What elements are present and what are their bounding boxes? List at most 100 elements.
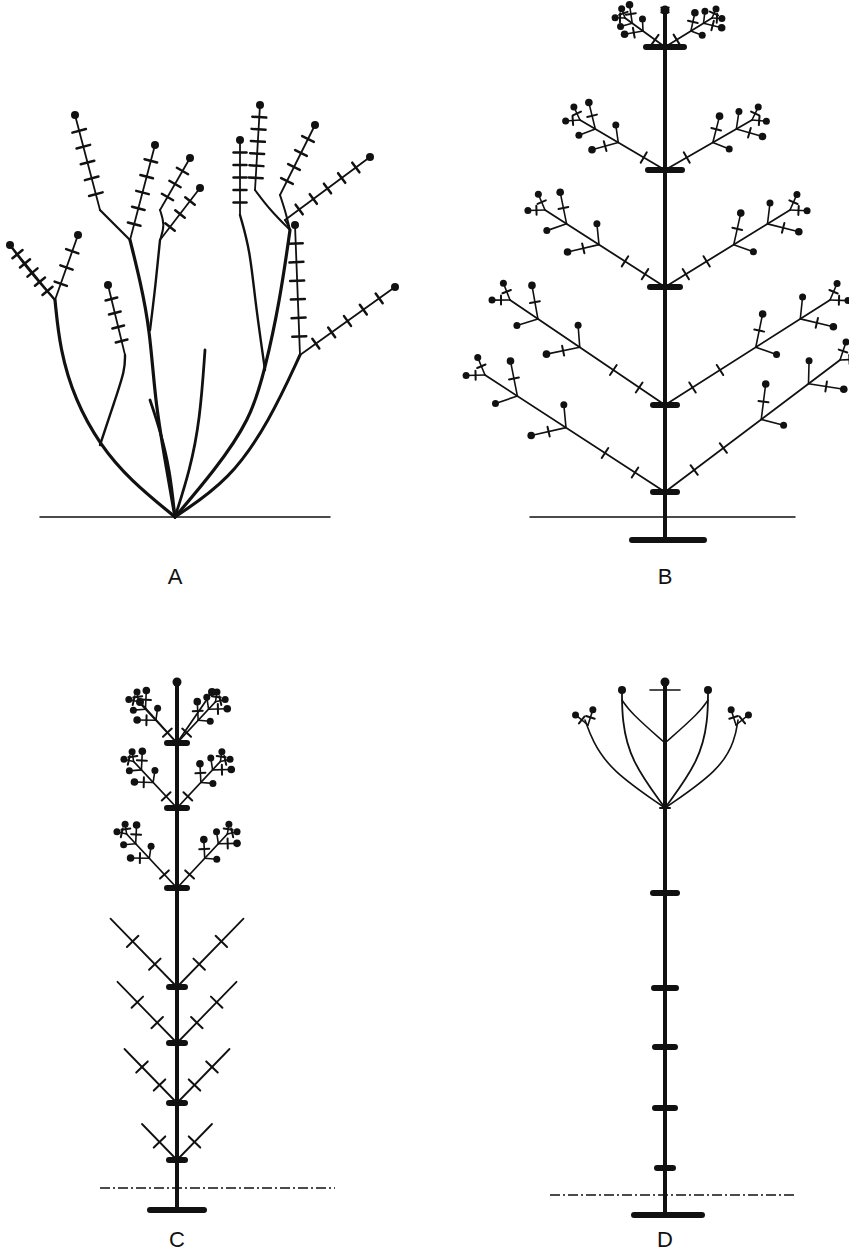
bud	[130, 707, 137, 714]
bud	[391, 283, 399, 291]
stem	[477, 365, 485, 368]
stem	[510, 300, 665, 405]
stem	[535, 206, 537, 215]
stem	[665, 300, 830, 405]
bud	[773, 351, 780, 358]
bud	[527, 432, 535, 440]
stem	[175, 355, 300, 517]
bud	[543, 350, 551, 358]
stem	[217, 704, 219, 714]
stem	[751, 112, 759, 116]
stem	[20, 259, 30, 267]
stem	[509, 378, 519, 380]
stem	[302, 136, 314, 142]
ground-line	[100, 1187, 335, 1188]
stem	[376, 293, 383, 303]
stem	[759, 401, 769, 402]
bud	[585, 99, 593, 107]
bud	[612, 14, 619, 21]
bud	[104, 281, 112, 289]
bud	[593, 220, 600, 227]
bud	[74, 231, 82, 239]
bud	[844, 297, 849, 304]
stem	[162, 194, 173, 200]
stem	[136, 191, 149, 194]
stem	[250, 152, 264, 155]
stem	[800, 319, 833, 327]
bud	[154, 705, 161, 712]
stem	[324, 184, 331, 194]
stem	[234, 176, 247, 179]
node-scar	[651, 985, 679, 991]
bud	[227, 766, 235, 774]
stem	[531, 428, 566, 436]
stem	[108, 285, 125, 355]
stem	[133, 696, 142, 697]
stem	[128, 223, 141, 226]
bud	[626, 1, 634, 9]
bud	[151, 767, 158, 774]
stem	[109, 312, 121, 315]
bud	[120, 841, 127, 848]
stem	[768, 224, 799, 232]
stem	[189, 1136, 200, 1147]
bud	[6, 241, 14, 249]
bud	[834, 280, 841, 287]
stem	[711, 21, 713, 31]
stem	[162, 792, 171, 800]
stem	[112, 326, 124, 329]
stem	[474, 371, 476, 380]
stem	[151, 1017, 162, 1028]
stem	[586, 716, 595, 719]
bud	[661, 678, 670, 687]
stem	[665, 360, 840, 492]
bud	[843, 339, 849, 346]
stem	[137, 759, 147, 761]
bud	[793, 191, 800, 198]
bud	[780, 422, 787, 429]
bud	[840, 385, 848, 393]
stem	[219, 696, 221, 705]
bud	[507, 357, 515, 365]
stem	[177, 834, 227, 888]
bud	[575, 322, 582, 329]
stem	[663, 682, 667, 1215]
stem	[289, 261, 303, 264]
bud	[750, 248, 757, 255]
stem	[252, 128, 266, 131]
bud	[474, 354, 481, 361]
stem	[169, 181, 180, 187]
bud	[207, 718, 214, 725]
stem	[579, 716, 585, 723]
stem	[249, 164, 263, 167]
bud	[806, 357, 813, 364]
bud	[560, 401, 567, 408]
stem	[602, 448, 609, 458]
bud	[208, 688, 216, 696]
stem	[280, 195, 290, 230]
bud	[223, 705, 231, 713]
stem	[310, 194, 317, 204]
bud	[186, 154, 194, 162]
bud	[222, 696, 229, 703]
bud	[718, 15, 725, 22]
stem	[193, 959, 204, 970]
stem	[503, 290, 511, 293]
stem	[573, 112, 581, 116]
bud	[799, 294, 806, 301]
bud	[662, 6, 669, 13]
stem	[27, 268, 37, 276]
stem	[758, 116, 761, 125]
bud	[126, 767, 133, 774]
stem	[558, 207, 568, 209]
stem	[622, 256, 628, 266]
stem	[732, 228, 742, 230]
stem	[185, 870, 194, 878]
bud	[113, 828, 120, 835]
bud	[463, 372, 470, 379]
stem	[633, 28, 635, 38]
bud	[200, 836, 208, 844]
stem	[691, 465, 698, 475]
bud	[129, 748, 136, 755]
bud	[173, 678, 182, 687]
